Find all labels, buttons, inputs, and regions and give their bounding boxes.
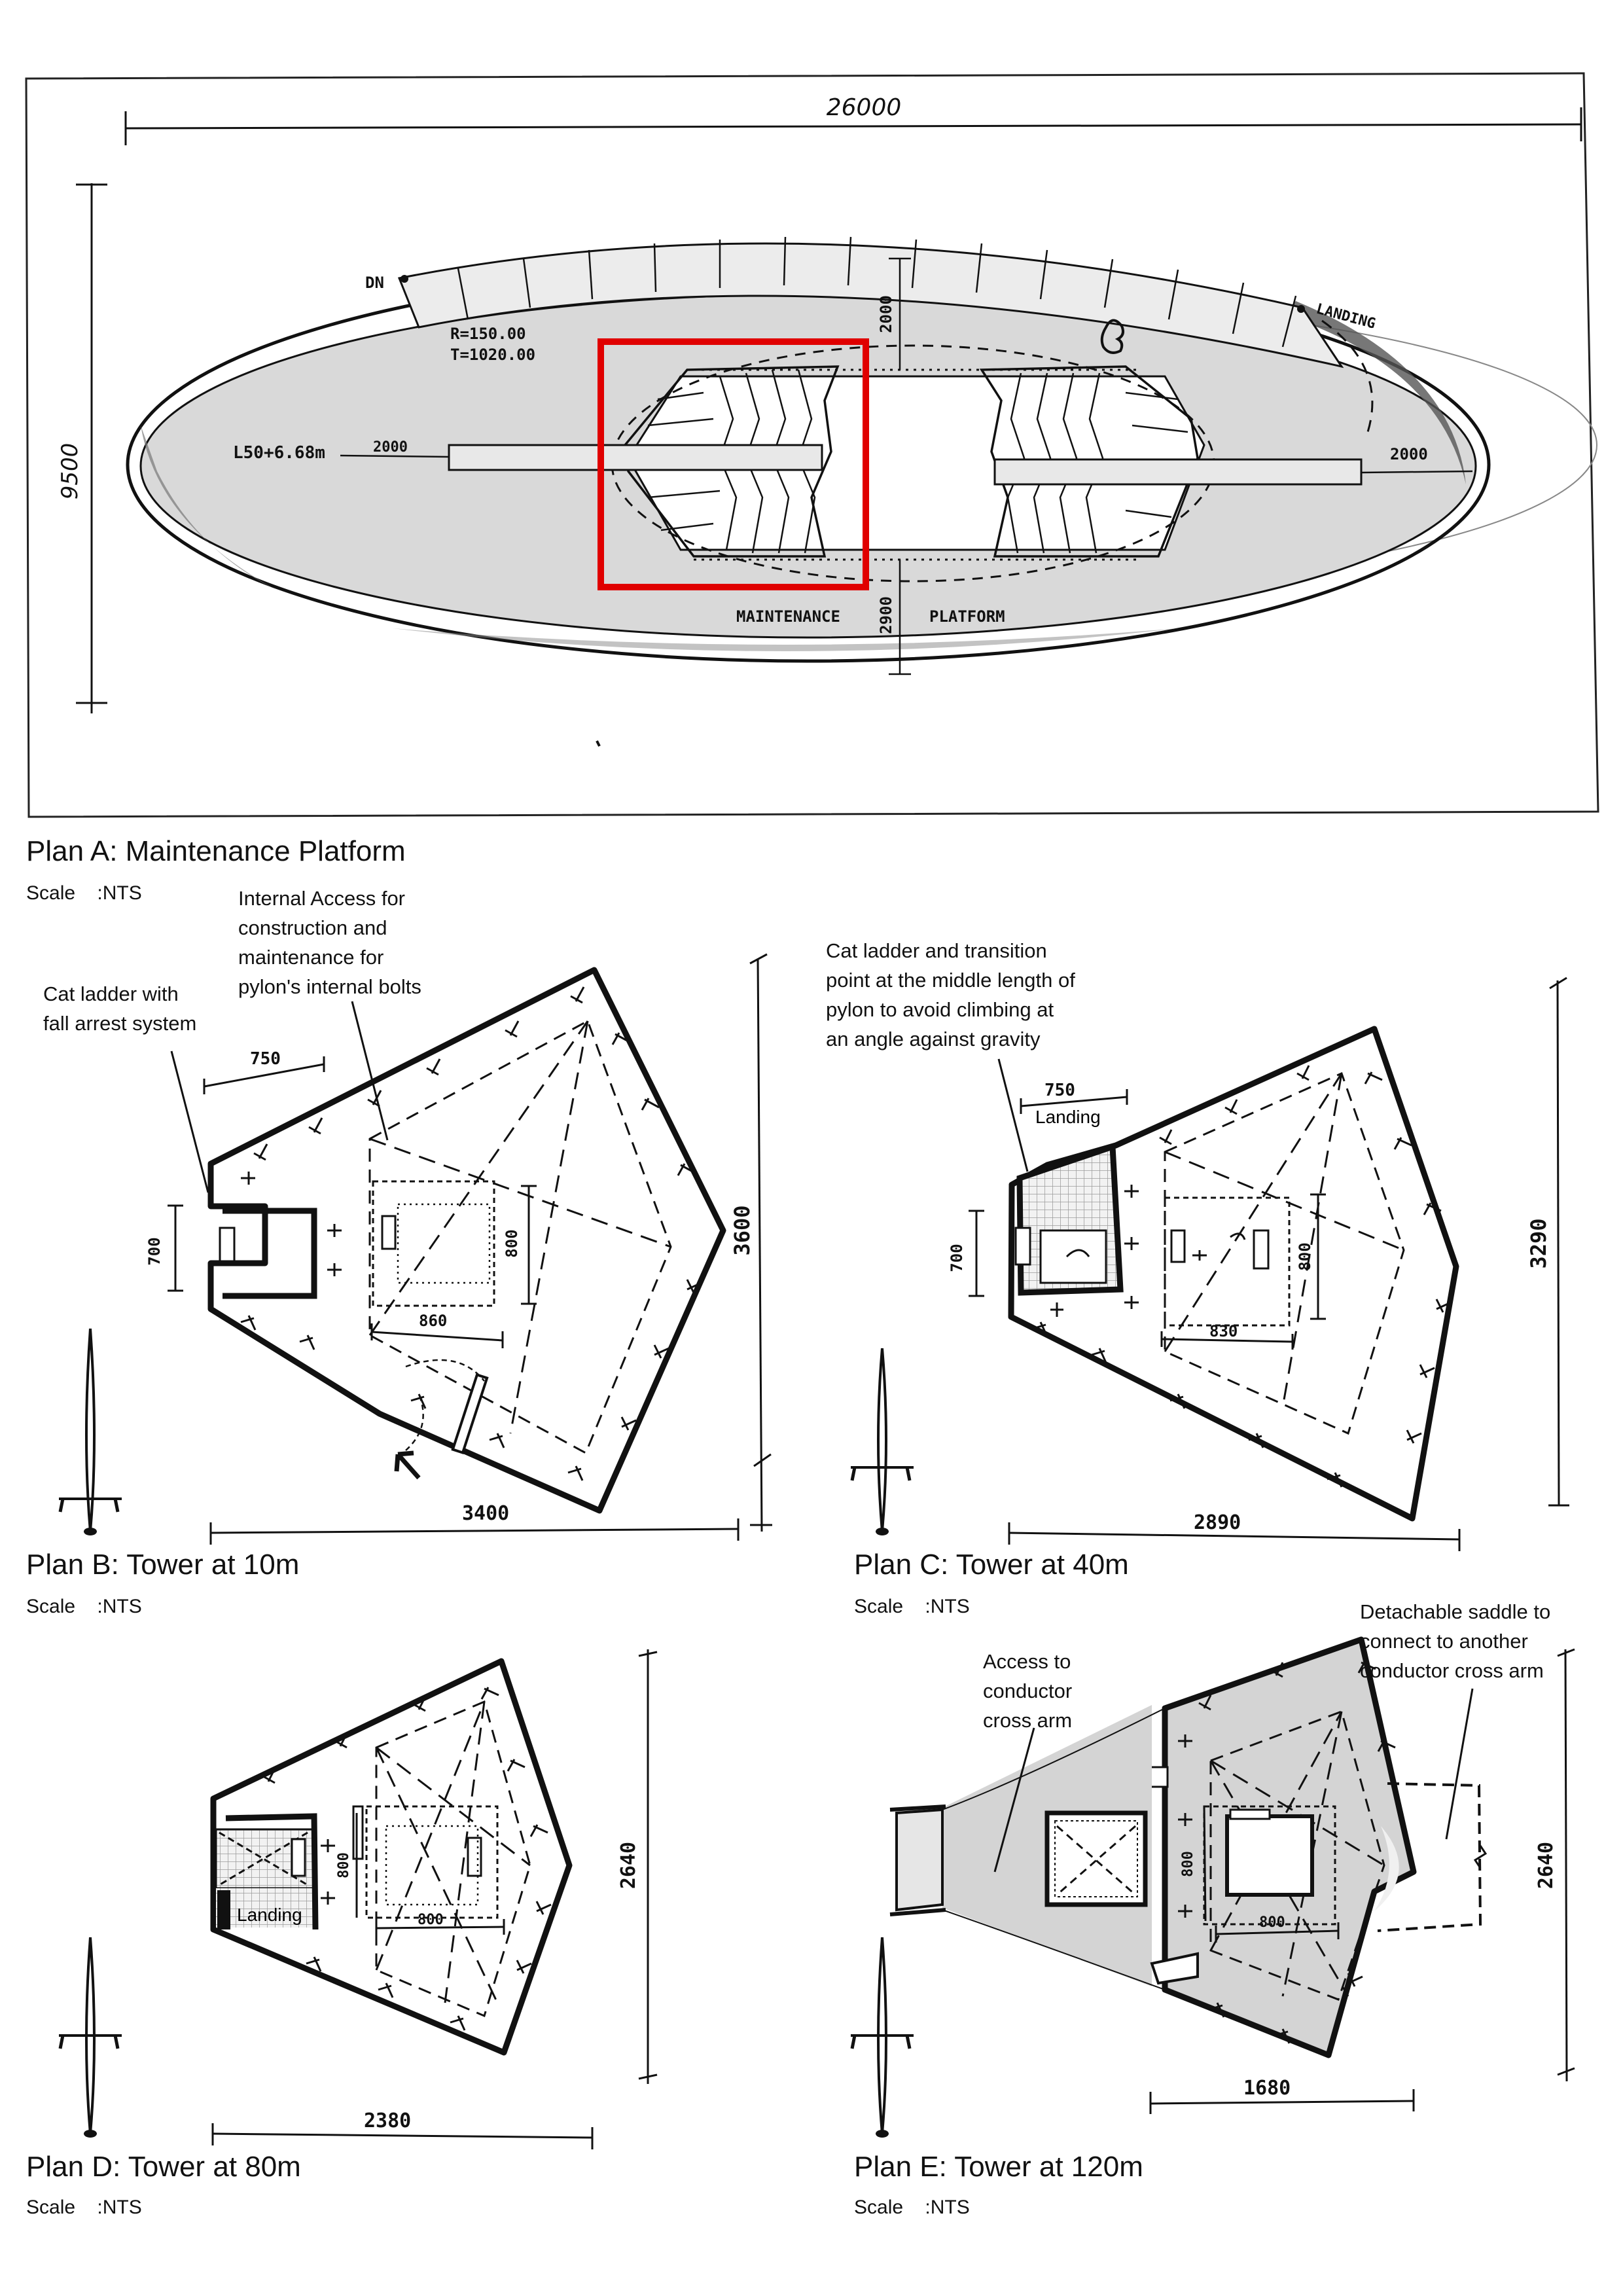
plan-b-scale: Scale :NTS: [26, 1596, 142, 1617]
note-line: connect to another: [1360, 1630, 1528, 1653]
plan-e-note-access: Access to conductor cross arm: [983, 1647, 1072, 1735]
note-line: fall arrest system: [43, 1012, 197, 1035]
plan-b-drawing: 750 700 800 860 3600 3400: [58, 953, 772, 1545]
plan-b-note-internal-access: Internal Access for construction and mai…: [238, 884, 421, 1001]
plan-e-dim-height: 2640: [1535, 1842, 1558, 1889]
plan-c-note-cat-ladder: Cat ladder and transition point at the m…: [826, 936, 1075, 1054]
plan-a-label-platform: PLATFORM: [929, 607, 1005, 626]
plan-a-dim-left-bridge: 2000: [373, 439, 408, 456]
plan-d-title: Plan D: Tower at 80m: [26, 2151, 301, 2183]
plan-d-label-landing: Landing: [237, 1905, 302, 1925]
note-line: conductor: [983, 1679, 1073, 1702]
note-line: pylon to avoid climbing at: [826, 998, 1054, 1021]
plan-a-scale: Scale :NTS: [26, 882, 142, 904]
plan-b-dim-860: 860: [419, 1312, 447, 1330]
note-line: Cat ladder with: [43, 982, 179, 1005]
plan-c-title: Plan C: Tower at 40m: [854, 1549, 1129, 1581]
plan-e-scale: Scale :NTS: [854, 2197, 970, 2218]
plan-b-title: Plan B: Tower at 10m: [26, 1549, 300, 1581]
plan-e-title: Plan E: Tower at 120m: [854, 2151, 1143, 2183]
plan-d-dim-800-horizontal: 800: [418, 1912, 444, 1928]
plan-c-dim-height: 3290: [1526, 1218, 1551, 1268]
plan-a-dim-gap-top: 2000: [877, 295, 895, 333]
plan-c-dim-750: 750: [1044, 1081, 1075, 1100]
note-line: point at the middle length of: [826, 969, 1075, 992]
plan-a-drawing: 26000 9500 DN R=150.00 T=1020.00 L50+6.6…: [25, 72, 1599, 818]
plan-a-dim-width: 26000: [827, 94, 902, 121]
plan-c-dim-width: 2890: [1194, 1511, 1241, 1534]
note-line: Access to: [983, 1650, 1071, 1673]
plan-c-label-landing: Landing: [1035, 1107, 1101, 1127]
plan-c-drawing: 750 Landing 700 800 830 3290 2890: [850, 977, 1569, 1551]
plan-a-label-maintenance: MAINTENANCE: [736, 607, 840, 626]
plan-a-dim-right-bridge: 2000: [1390, 445, 1428, 463]
plan-b-dim-800: 800: [503, 1229, 521, 1257]
plan-d-scale: Scale :NTS: [26, 2197, 142, 2218]
plan-c-dim-830: 830: [1209, 1322, 1238, 1340]
note-line: pylon's internal bolts: [238, 975, 421, 998]
plan-c-dim-700: 700: [948, 1244, 966, 1272]
plan-b-dim-height: 3600: [730, 1205, 755, 1255]
plan-b-note-cat-ladder: Cat ladder with fall arrest system: [43, 979, 196, 1038]
plan-c-scale: Scale :NTS: [854, 1596, 970, 1617]
plan-e-dim-width: 1680: [1243, 2077, 1291, 2100]
plan-c-dim-800: 800: [1296, 1242, 1314, 1270]
note-line: an angle against gravity: [826, 1028, 1041, 1050]
plan-b-dim-700: 700: [145, 1237, 164, 1265]
note-line: construction and: [238, 916, 387, 939]
plan-d-dim-height: 2640: [617, 1842, 640, 1889]
plan-d-drawing: Landing 800 800 2640 2380: [58, 1649, 658, 2149]
plan-e-dim-800-vertical: 800: [1180, 1851, 1196, 1877]
plan-a-label-level: L50+6.68m: [233, 443, 325, 463]
plan-d-dim-800-vertical: 800: [336, 1852, 352, 1878]
plan-a-label-radius: R=150.00: [450, 325, 526, 343]
note-line: maintenance for: [238, 946, 384, 969]
plan-a-label-dn: DN: [365, 274, 384, 292]
plan-a-title: Plan A: Maintenance Platform: [26, 835, 406, 867]
plan-d-dim-width: 2380: [364, 2109, 411, 2132]
plan-a-dim-height: 9500: [57, 443, 83, 500]
plan-a-label-tread: T=1020.00: [450, 346, 535, 364]
plan-b-dim-750: 750: [250, 1049, 281, 1069]
plan-e-drawing: 800 800 2640 1680: [850, 1636, 1575, 2138]
note-line: cross arm: [983, 1709, 1073, 1732]
note-line: Cat ladder and transition: [826, 939, 1047, 962]
note-line: Internal Access for: [238, 887, 406, 910]
note-line: Detachable saddle to: [1360, 1600, 1551, 1623]
plan-e-note-saddle: Detachable saddle to connect to another …: [1360, 1597, 1550, 1685]
plan-e-dim-800-horizontal: 800: [1259, 1914, 1285, 1931]
note-line: conductor cross arm: [1360, 1659, 1544, 1682]
plan-a-dim-gap-bottom: 2900: [877, 596, 895, 634]
plan-b-dim-width: 3400: [462, 1502, 509, 1525]
